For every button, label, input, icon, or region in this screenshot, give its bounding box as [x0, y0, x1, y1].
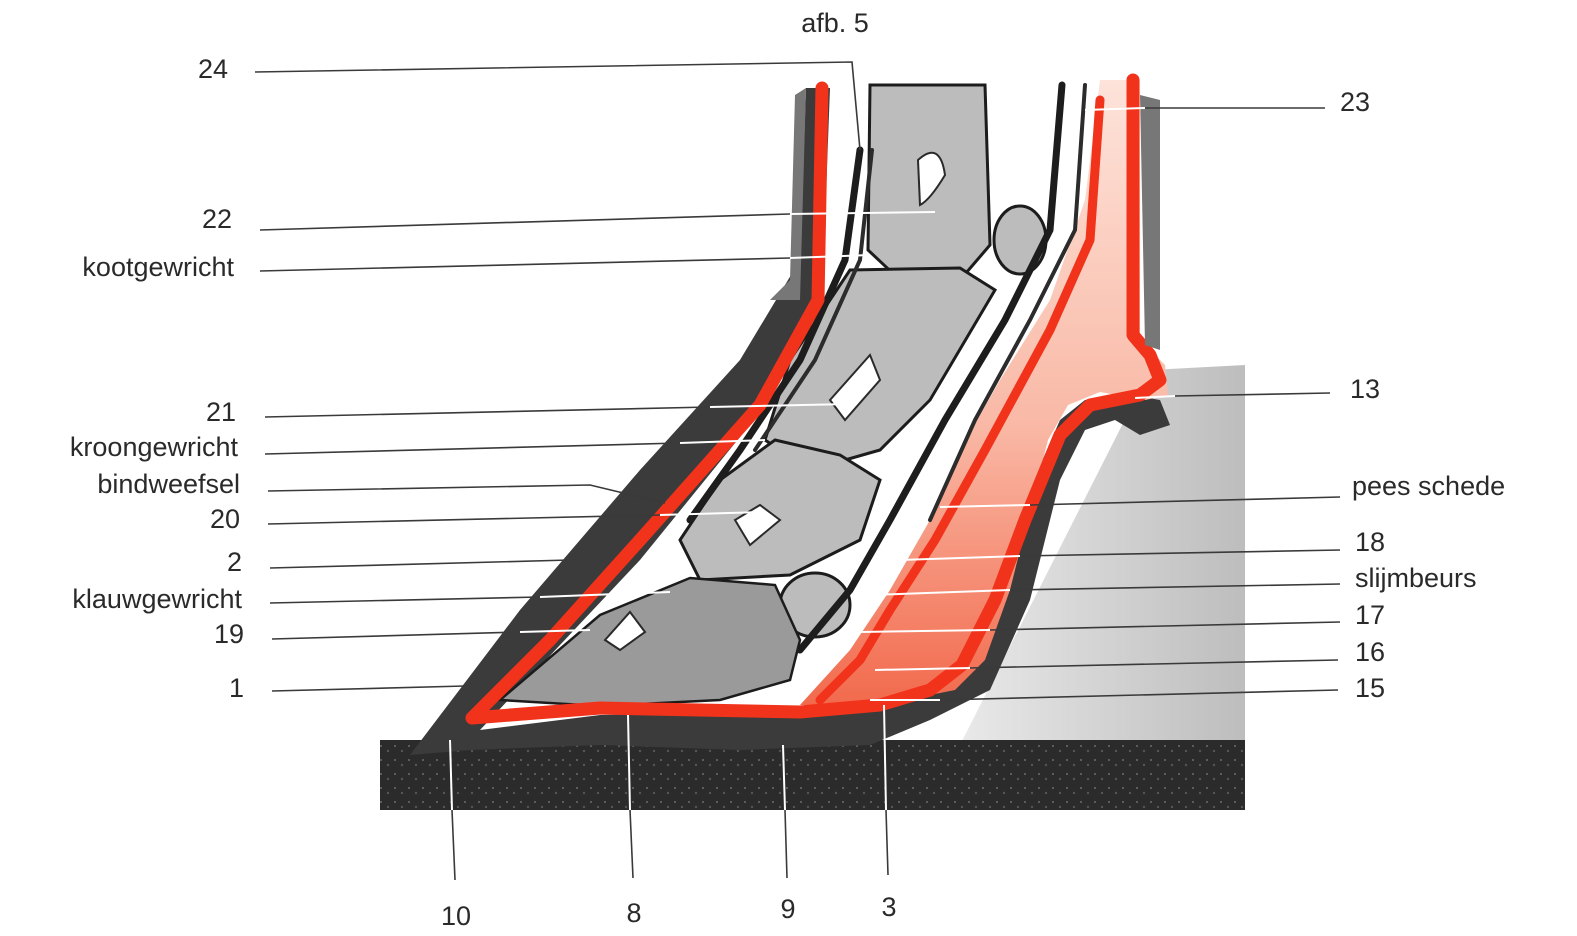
- label-2: 2: [227, 547, 242, 577]
- label-klauwgewricht: klauwgewricht: [72, 584, 242, 614]
- label-16: 16: [1355, 637, 1385, 667]
- label-3: 3: [881, 892, 896, 922]
- label-18: 18: [1355, 527, 1385, 557]
- label-24: 24: [198, 54, 228, 84]
- left-label-group: 24 22 kootgewricht 21 kroongewricht bind…: [70, 54, 244, 703]
- label-slijmbeurs: slijmbeurs: [1355, 563, 1477, 593]
- label-13: 13: [1350, 374, 1380, 404]
- label-21: 21: [206, 397, 236, 427]
- label-17: 17: [1355, 600, 1385, 630]
- figure-caption: afb. 5: [801, 8, 869, 38]
- label-kootgewricht: kootgewricht: [82, 252, 234, 282]
- label-23: 23: [1340, 87, 1370, 117]
- right-label-group: 23 13 pees schede 18 slijmbeurs 17 16 15: [1340, 87, 1505, 703]
- label-bindweefsel: bindweefsel: [97, 469, 240, 499]
- skin-hair: [1140, 95, 1160, 350]
- label-19: 19: [214, 619, 244, 649]
- label-1: 1: [229, 673, 244, 703]
- bottom-label-group: 10 8 9 3: [441, 892, 897, 931]
- label-kroongewricht: kroongewricht: [70, 432, 239, 462]
- label-22: 22: [202, 204, 232, 234]
- label-9: 9: [780, 894, 795, 924]
- label-20: 20: [210, 504, 240, 534]
- label-8: 8: [626, 898, 641, 928]
- front-skin-hair: [770, 88, 806, 300]
- label-15: 15: [1355, 673, 1385, 703]
- sesamoid-bone: [994, 206, 1046, 274]
- label-pees-schede: pees schede: [1352, 471, 1505, 501]
- label-10: 10: [441, 901, 471, 931]
- ground-slab: [380, 740, 1245, 810]
